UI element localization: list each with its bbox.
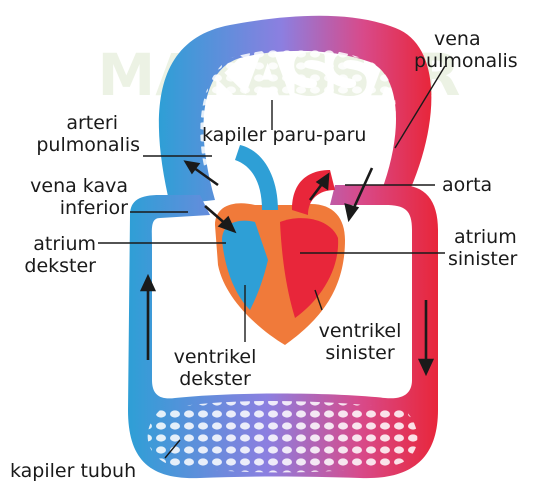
lung-capillaries <box>200 48 396 170</box>
label-vena-pulmonalis: vena pulmonalis <box>414 28 518 72</box>
label-ventrikel-sinister: ventrikel sinister <box>300 320 420 364</box>
label-vena-kava-inferior: vena kava inferior <box>4 175 128 219</box>
label-kapiler-tubuh: kapiler tubuh <box>10 460 136 482</box>
label-aorta: aorta <box>442 174 492 196</box>
label-atrium-dekster: atrium dekster <box>4 233 96 277</box>
pulmonary-artery-vessel <box>235 145 278 210</box>
label-kapiler-paru: kapiler paru-paru <box>202 124 366 146</box>
label-arteri-pulmonalis: arteri pulmonalis <box>10 112 140 156</box>
body-capillaries <box>148 401 418 473</box>
label-atrium-sinister: atrium sinister <box>448 226 517 270</box>
label-ventrikel-dekster: ventrikel dekster <box>160 346 270 390</box>
